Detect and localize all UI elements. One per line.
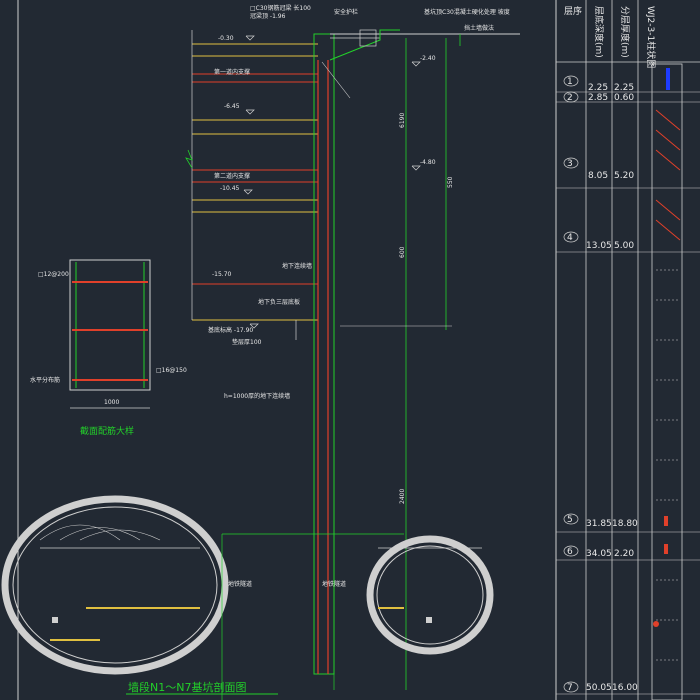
row3-depth: 8.05: [588, 171, 608, 181]
elevation-markers: [243, 35, 421, 329]
wall-note-label: h=1000厚的地下连续墙: [224, 392, 290, 400]
dimension-lines: [340, 34, 461, 690]
row6-depth: 34.05: [586, 549, 612, 559]
strut-bands: [191, 30, 318, 321]
support2-label: 第二道内支撑: [214, 172, 250, 180]
header-thickness: 分层厚度(m): [619, 6, 631, 58]
diaphragm-wall: [295, 33, 335, 675]
row4-thickness: 5.00: [614, 241, 634, 251]
strata-table-grid: [556, 0, 700, 700]
row3-id: 3: [567, 159, 573, 169]
row-id-markers: [563, 75, 579, 693]
safety-rail-label: 安全护栏: [334, 8, 358, 16]
row3-thickness: 5.20: [614, 171, 634, 181]
column-log: [651, 63, 683, 700]
row5-id: 5: [567, 515, 573, 525]
tunnel2-label: 地铁隧道: [322, 580, 346, 588]
pit-bottom-label: 基底标高 -17.90: [208, 326, 253, 334]
detail-title: 截面配筋大样: [80, 425, 134, 437]
row4-depth: 13.05: [586, 241, 612, 251]
retaining-wall-label: 挡土墙做法: [464, 24, 494, 32]
dim-2400: 2400: [399, 489, 406, 504]
b3-floor-label: 地下负三层底板: [258, 298, 300, 306]
header-layer: 层序: [564, 5, 582, 17]
row1-depth: 2.25: [588, 83, 608, 93]
slope-note-label: 基坑顶C30混凝土硬化处理 坡度: [424, 8, 510, 16]
row2-thickness: 0.60: [614, 93, 634, 103]
mark-0-30: -0.30: [218, 35, 234, 42]
dim-550: 550: [447, 176, 454, 188]
mark-10-45: -10.45: [220, 185, 240, 192]
mark-2-40: -2.40: [420, 55, 436, 62]
header-column: WJ2-3-1柱状图: [645, 6, 657, 68]
row1-id: 1: [567, 77, 573, 87]
row7-id: 7: [567, 683, 573, 693]
row6-id: 6: [567, 547, 573, 557]
mark-15-70: -15.70: [212, 271, 232, 278]
rebar-main-label: 水平分布筋: [30, 376, 60, 384]
row2-depth: 2.85: [588, 93, 608, 103]
crown-top-label: 冠梁顶 -1.96: [250, 12, 286, 20]
header-depth: 层底深度(m): [593, 6, 605, 58]
dim-600: 600: [399, 246, 406, 258]
rebar-detail: [69, 259, 151, 409]
row6-thickness: 2.20: [614, 549, 634, 559]
mark-4-80: -4.80: [420, 159, 436, 166]
tunnel1-label: 地铁隧道: [228, 580, 252, 588]
tunnel-right: [366, 535, 494, 655]
row1-thickness: 2.25: [614, 83, 634, 93]
row5-thickness: 18.80: [612, 519, 638, 529]
dim-6190: 6190: [399, 113, 406, 128]
crown-beam-label: □C30钢筋冠梁 长100: [250, 4, 311, 12]
row2-id: 2: [567, 93, 573, 103]
mark-6-45: -6.45: [224, 103, 240, 110]
row7-thickness: 16.00: [612, 683, 638, 693]
support1-label: 第一道内支撑: [214, 68, 250, 76]
diaphragm-label: 地下连续墙: [282, 262, 312, 270]
break-mark: [185, 149, 193, 169]
tunnel-grid: [221, 533, 404, 700]
row4-id: 4: [567, 233, 573, 243]
dim-1000: 1000: [104, 399, 119, 406]
row7-depth: 50.05: [586, 683, 612, 693]
cushion-label: 垫层厚100: [232, 338, 262, 346]
top-slab: [321, 29, 520, 99]
row5-depth: 31.85: [586, 519, 612, 529]
drawing-title: 墙段N1～N7基坑剖面图: [128, 680, 246, 694]
rebar-v-label: □12@200: [38, 271, 69, 278]
rebar-h-label: □16@150: [156, 367, 187, 374]
tunnel-left: [1, 495, 229, 675]
